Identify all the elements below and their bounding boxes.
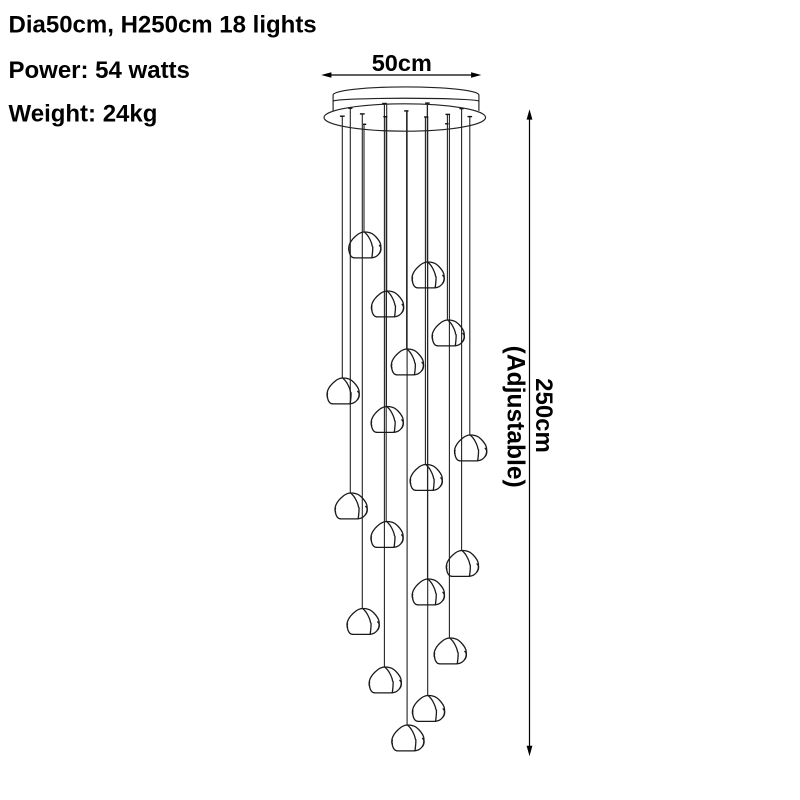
svg-text:250cm: 250cm	[530, 378, 557, 453]
svg-text:Dia50cm, H250cm 18 lights: Dia50cm, H250cm 18 lights	[9, 12, 317, 39]
svg-text:Weight: 24kg: Weight: 24kg	[9, 101, 158, 128]
svg-text:Power: 54 watts: Power: 54 watts	[9, 57, 190, 84]
svg-text:50cm: 50cm	[372, 50, 432, 76]
svg-text:(Adjustable): (Adjustable)	[501, 346, 528, 488]
